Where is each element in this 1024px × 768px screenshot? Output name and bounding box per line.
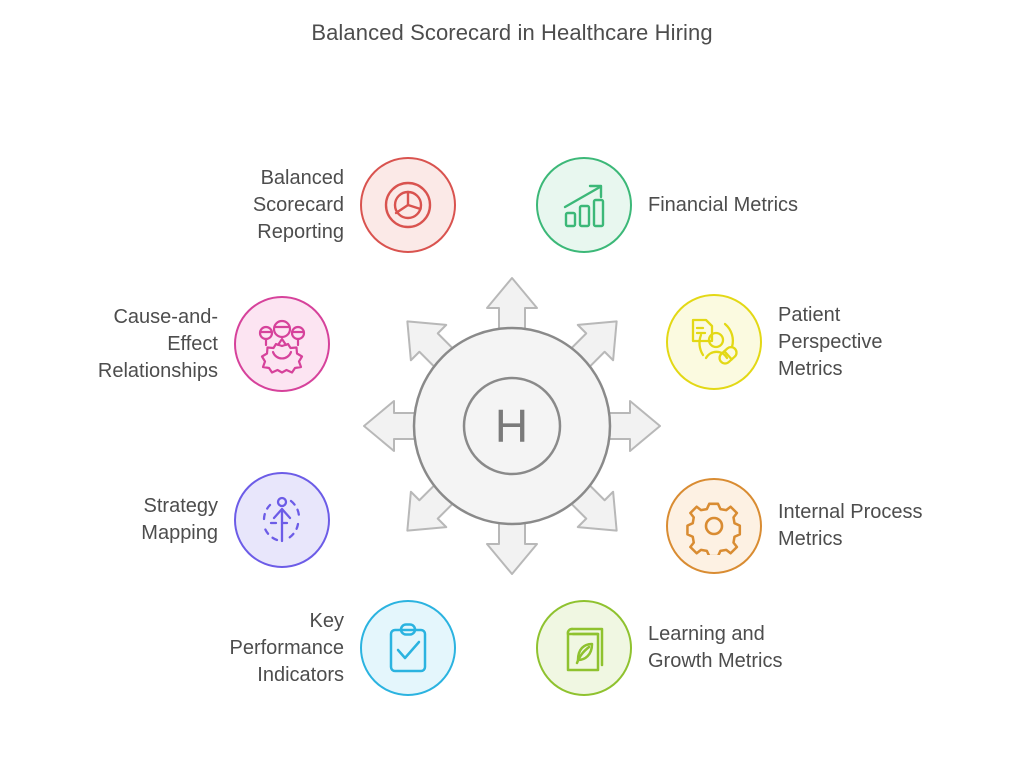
node-internal-process-metrics[interactable]: Internal Process Metrics xyxy=(666,478,1024,574)
page-title: Balanced Scorecard in Healthcare Hiring xyxy=(311,20,713,45)
hub-outer-circle xyxy=(412,326,612,526)
strategy-arrow-icon[interactable] xyxy=(234,472,330,568)
node-label: Balanced Scorecard Reporting xyxy=(252,166,344,243)
gear-icon[interactable] xyxy=(666,478,762,574)
patient-record-icon[interactable] xyxy=(666,294,762,390)
node-strategy-mapping[interactable]: Strategy Mapping xyxy=(58,472,330,568)
people-gear-icon[interactable] xyxy=(234,296,330,392)
node-key-performance-indicators[interactable]: Key Performance Indicators xyxy=(36,600,456,696)
node-label: Key Performance Indicators xyxy=(229,609,345,686)
node-learning-and-growth-metrics[interactable]: Learning and Growth Metrics xyxy=(536,600,986,696)
node-label: Strategy Mapping xyxy=(141,495,218,544)
node-label: Learning and Growth Metrics xyxy=(648,623,783,672)
book-leaf-icon[interactable] xyxy=(536,600,632,696)
node-label: Patient Perspective Metrics xyxy=(778,303,883,380)
node-label: Financial Metrics xyxy=(648,193,799,216)
pie-chart-icon[interactable] xyxy=(360,157,456,253)
node-financial-metrics[interactable]: Financial Metrics xyxy=(536,157,986,253)
node-patient-perspective-metrics[interactable]: Patient Perspective Metrics xyxy=(666,294,1016,390)
hub-arrows-group xyxy=(363,277,661,575)
node-balanced-scorecard-reporting[interactable]: Balanced Scorecard Reporting xyxy=(36,157,456,253)
hub-inner-circle xyxy=(462,376,562,476)
bar-chart-growth-icon[interactable] xyxy=(536,157,632,253)
clipboard-check-icon[interactable] xyxy=(360,600,456,696)
node-label: Internal Process Metrics xyxy=(778,501,923,550)
node-cause-and-effect-relationships[interactable]: Cause-and- Effect Relationships xyxy=(0,296,330,392)
node-label: Cause-and- Effect Relationships xyxy=(97,305,218,382)
hub-letter: H xyxy=(495,400,529,452)
